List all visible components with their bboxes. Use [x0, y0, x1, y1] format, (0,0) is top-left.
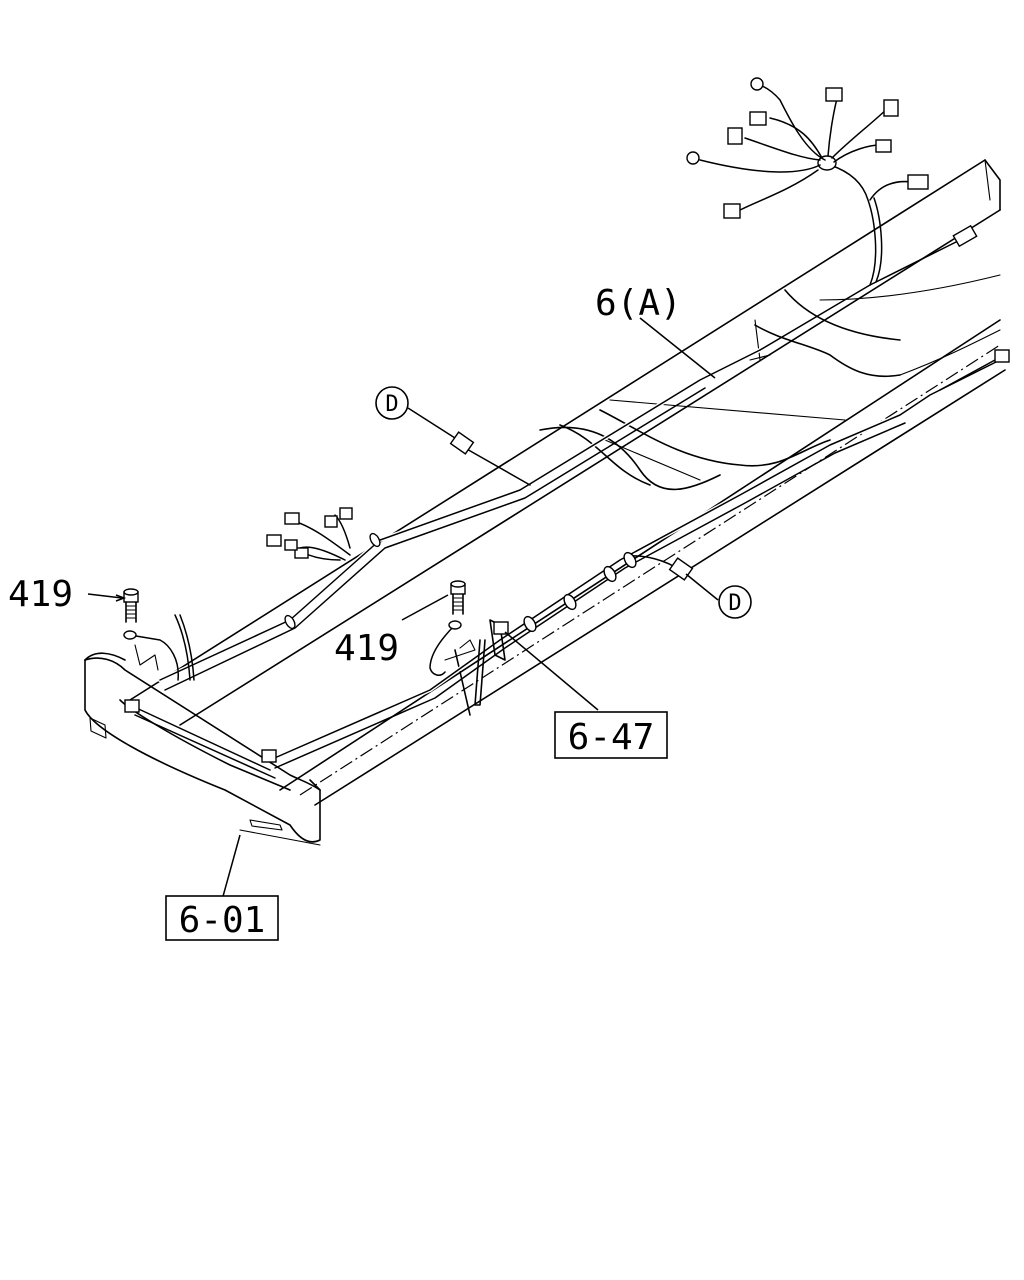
bumper-part-callout: 6-01 — [165, 895, 279, 941]
bolt-right-label: 419 — [334, 628, 399, 669]
leader-lines — [87, 317, 719, 901]
front-bumper — [84, 652, 321, 846]
connection-marker-top: D — [375, 386, 409, 420]
connection-marker-right-label: D — [728, 591, 741, 616]
bolt-left-icon — [123, 588, 139, 623]
bracket-part-callout: 6-47 — [554, 711, 668, 759]
connection-marker-top-label: D — [385, 392, 398, 417]
bolt-left-label: 419 — [8, 574, 73, 615]
bracket-part-label: 6-47 — [568, 717, 655, 758]
bolt-right-icon — [450, 580, 466, 615]
connection-marker-right: D — [718, 585, 752, 619]
harness-label: 6(A) — [595, 283, 682, 324]
bumper-part-label: 6-01 — [179, 900, 266, 941]
chassis-frame — [129, 159, 1006, 806]
